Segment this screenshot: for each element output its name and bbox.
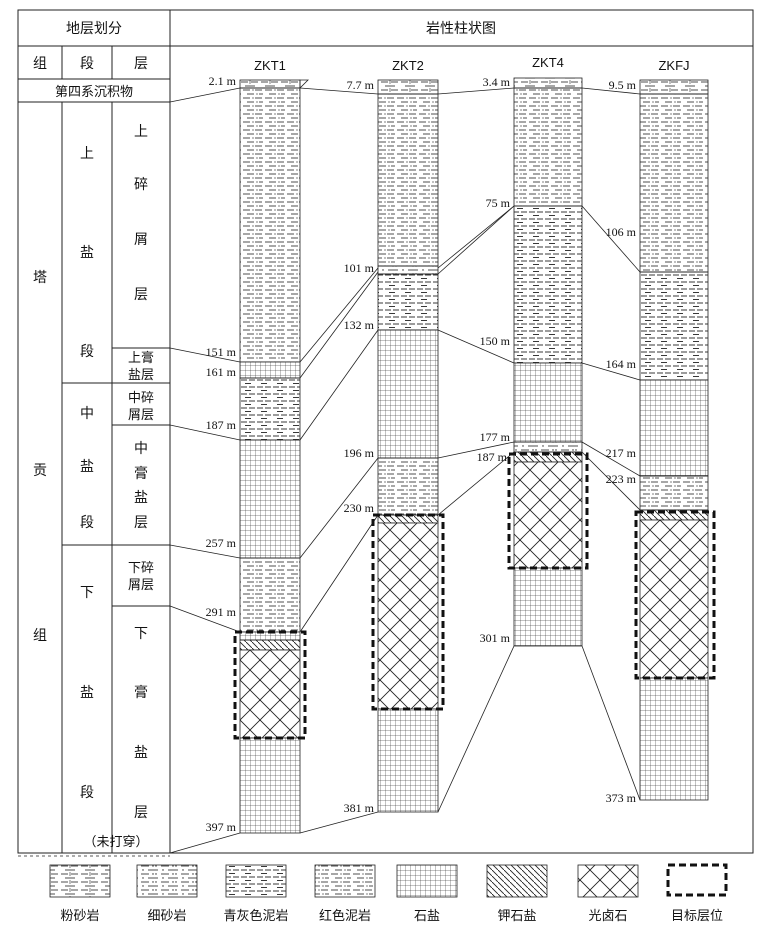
lower-gypsum-char: 盐 bbox=[134, 745, 148, 761]
lower-gypsum-char: 层 bbox=[134, 805, 148, 821]
depth-label: 161 m bbox=[206, 365, 237, 379]
legend-item-target-horizon: 目标层位 bbox=[666, 863, 728, 924]
depth-label: 397 m bbox=[206, 820, 237, 834]
depth-label: 101 m bbox=[344, 261, 375, 275]
lithology-column-header: 岩性柱状图 bbox=[426, 21, 496, 37]
member-column-header: 段 bbox=[80, 56, 94, 72]
not-penetrated-note: （未打穿） bbox=[83, 834, 148, 850]
lower-clastic-label: 下碎 bbox=[128, 561, 154, 576]
depth-label: 301 m bbox=[480, 631, 511, 645]
depth-label: 3.4 m bbox=[483, 75, 511, 89]
formation-char: 组 bbox=[33, 628, 47, 644]
middle-member-char: 盐 bbox=[80, 459, 94, 475]
upper-gypsum-label: 盐层 bbox=[128, 368, 154, 383]
legend-label: 红色泥岩 bbox=[319, 908, 371, 924]
legend-item-red-mudstone: 红色泥岩 bbox=[314, 864, 376, 924]
well-name: ZKFJ bbox=[658, 58, 689, 73]
stratigraphy-header: 地层划分 bbox=[66, 21, 122, 37]
well-name: ZKT1 bbox=[254, 58, 286, 73]
depth-label: 164 m bbox=[606, 357, 637, 371]
depth-label: 9.5 m bbox=[609, 78, 637, 92]
well-name: ZKT2 bbox=[392, 58, 424, 73]
lower-member-char: 盐 bbox=[80, 685, 94, 701]
well-ZKFJ: ZKFJ 9.5 m 106 m 164 m 217 m 223 m 373 m bbox=[606, 58, 716, 805]
formation-char: 塔 bbox=[33, 270, 47, 286]
depth-label: 2.1 m bbox=[209, 74, 237, 88]
middle-clastic-label: 中碎 bbox=[128, 391, 154, 406]
well-ZKT4: ZKT4 3.4 m 75 m 150 m 177 m 187 m 301 m bbox=[477, 55, 589, 647]
lower-gypsum-char: 膏 bbox=[134, 684, 148, 701]
depth-label: 373 m bbox=[606, 791, 637, 805]
upper-clastic-char: 上 bbox=[134, 124, 148, 140]
depth-label: 187 m bbox=[206, 418, 237, 432]
upper-gypsum-label: 上膏 bbox=[128, 350, 154, 366]
depth-label: 7.7 m bbox=[347, 78, 375, 92]
middle-gypsum-char: 盐 bbox=[134, 490, 148, 506]
legend-label: 青灰色泥岩 bbox=[223, 908, 288, 924]
quaternary-label: 第四系沉积物 bbox=[55, 85, 133, 100]
target-horizon-box bbox=[371, 513, 445, 711]
upper-member-char: 上 bbox=[80, 146, 94, 162]
legend-label: 钾石盐 bbox=[497, 909, 536, 924]
legend-label: 目标层位 bbox=[671, 909, 723, 924]
lower-gypsum-char: 下 bbox=[134, 626, 148, 642]
upper-member-char: 段 bbox=[80, 344, 94, 360]
target-horizon-box bbox=[634, 510, 716, 680]
well-ZKT2: ZKT2 7.7 m 101 m 132 m 196 m 230 m 381 m bbox=[344, 58, 445, 815]
legend-label: 细砂岩 bbox=[147, 909, 186, 924]
depth-label: 230 m bbox=[344, 501, 375, 515]
legend-item-halite: 石盐 bbox=[396, 864, 458, 924]
formation-char: 贡 bbox=[33, 463, 47, 479]
depth-label: 187 m bbox=[477, 450, 508, 464]
stratigraphy-table: 地层划分 岩性柱状图 组 段 层 第四系沉积物 塔 贡 组 上 盐 段 中 盐 … bbox=[17, 9, 754, 854]
group-column-header: 组 bbox=[33, 56, 47, 72]
middle-member-char: 段 bbox=[80, 515, 94, 531]
depth-label: 177 m bbox=[480, 430, 511, 444]
legend-label: 粉砂岩 bbox=[60, 909, 99, 924]
upper-member-char: 盐 bbox=[80, 245, 94, 261]
depth-label: 381 m bbox=[344, 801, 375, 815]
correlation-lines bbox=[169, 87, 708, 854]
depth-label: 132 m bbox=[344, 318, 375, 332]
legend-label: 光卤石 bbox=[588, 908, 627, 924]
lower-member-char: 段 bbox=[80, 785, 94, 801]
well-ZKT1: ZKT1 2.1 m 151 m 161 m 187 m 257 m 291 m… bbox=[206, 58, 309, 834]
middle-clastic-label: 屑层 bbox=[128, 408, 154, 423]
depth-label: 291 m bbox=[206, 605, 237, 619]
legend-item-siltstone: 粉砂岩 bbox=[49, 864, 111, 924]
depth-label: 257 m bbox=[206, 536, 237, 550]
depth-label: 196 m bbox=[344, 446, 375, 460]
depth-label: 223 m bbox=[606, 472, 637, 486]
depth-label: 151 m bbox=[206, 345, 237, 359]
upper-clastic-char: 层 bbox=[134, 287, 148, 303]
target-horizon-box bbox=[233, 630, 307, 740]
legend: 粉砂岩 细砂岩 青灰色泥岩 红色泥岩 石盐 钾石盐 光卤石 目标层位 bbox=[18, 855, 728, 924]
upper-clastic-char: 碎 bbox=[134, 177, 148, 193]
well-name: ZKT4 bbox=[532, 55, 564, 70]
depth-label: 75 m bbox=[486, 196, 511, 210]
middle-gypsum-char: 层 bbox=[134, 515, 148, 531]
legend-label: 石盐 bbox=[414, 909, 440, 924]
legend-item-carnallite: 光卤石 bbox=[577, 864, 639, 924]
upper-clastic-char: 屑 bbox=[134, 232, 148, 248]
layer-column-header: 层 bbox=[134, 56, 148, 72]
target-horizon-box bbox=[507, 452, 589, 570]
legend-item-fine-sandstone: 细砂岩 bbox=[136, 864, 198, 924]
lower-member-char: 下 bbox=[80, 585, 94, 601]
middle-gypsum-char: 中 bbox=[134, 441, 148, 457]
middle-member-char: 中 bbox=[80, 406, 94, 422]
depth-label: 150 m bbox=[480, 334, 511, 348]
depth-label: 217 m bbox=[606, 446, 637, 460]
middle-gypsum-char: 膏 bbox=[134, 465, 148, 482]
legend-item-sylvite: 钾石盐 bbox=[486, 864, 548, 924]
depth-label: 106 m bbox=[606, 225, 637, 239]
lower-clastic-label: 屑层 bbox=[128, 578, 154, 593]
legend-item-grey-mudstone: 青灰色泥岩 bbox=[223, 864, 289, 924]
